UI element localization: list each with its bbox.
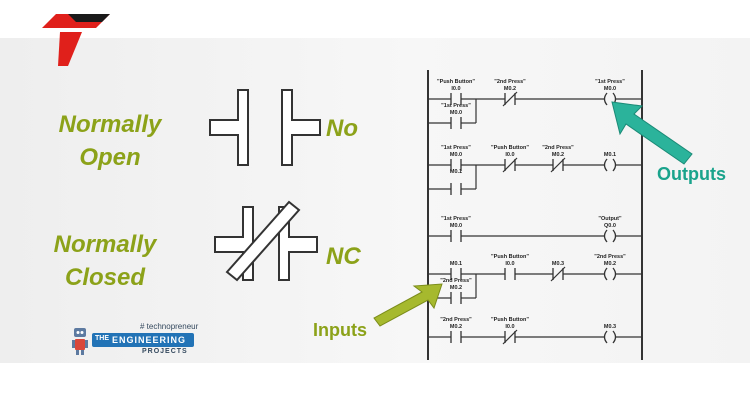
contact-address: M0.2 <box>552 152 564 158</box>
ladder-contact-2-0: "1st Press"M0.0 <box>441 216 471 242</box>
coil-address: M0.1 <box>604 152 616 158</box>
coil-left-arc <box>603 330 608 344</box>
contact-address: M0.3 <box>552 261 564 267</box>
normally-open-label-line1: Normally <box>58 111 162 138</box>
contact-tag: "Push Button" <box>491 254 529 260</box>
contact-tag: "2nd Press" <box>542 145 574 151</box>
contact-nc-slash <box>502 329 518 345</box>
outputs-arrow-icon <box>611 101 693 165</box>
ladder-contact-3-2: M0.3 <box>550 261 566 282</box>
contact-address: M0.2 <box>504 86 516 92</box>
contact-address: I0.0 <box>451 86 460 92</box>
normally-closed-label-line1: Normally <box>53 231 157 258</box>
normally-closed-symbol-icon <box>214 200 318 282</box>
contact-tag: "2nd Press" <box>440 278 472 284</box>
company-logo <box>42 14 110 66</box>
coil-right-arc <box>612 229 617 243</box>
coil-tag: "Output" <box>598 216 622 222</box>
coil-left-arc <box>603 229 608 243</box>
outputs-label: Outputs <box>657 164 726 184</box>
contact-tag: "1st Press" <box>441 216 471 222</box>
ladder-contact-3-1: "Push Button"I0.0 <box>491 254 529 280</box>
contact-address: M0.0 <box>450 223 462 229</box>
ladder-contact-1-0: "1st Press"M0.0 <box>441 145 471 171</box>
brand-name: ENGINEERING <box>112 335 187 345</box>
normally-open-symbol-icon <box>209 89 321 166</box>
nc-abbreviation: NC <box>326 243 361 270</box>
ladder-contact-4-1: "Push Button"I0.0 <box>491 317 529 345</box>
ladder-contact-0-branch: "1st Press"M0.0 <box>441 103 471 129</box>
coil-tag: "2nd Press" <box>594 254 626 260</box>
normally-open-label-line2: Open <box>79 144 141 171</box>
contact-address: M0.1 <box>450 261 462 267</box>
contact-tag: "1st Press" <box>441 145 471 151</box>
ladder-contact-0-0: "Push Button"I0.0 <box>437 79 475 105</box>
brand-sub: PROJECTS <box>142 348 188 355</box>
ladder-diagram: "Push Button"I0.0"2nd Press"M0.2"1st Pre… <box>427 70 643 360</box>
logo-red-stem <box>58 32 82 66</box>
ladder-contact-0-1: "2nd Press"M0.2 <box>494 79 526 107</box>
contact-nc-slash <box>550 157 566 173</box>
brand-tagline: # technopreneur <box>140 322 199 331</box>
coil-right-arc <box>612 330 617 344</box>
ladder-coil-1: M0.1 <box>603 152 617 172</box>
coil-address: M0.3 <box>604 324 616 330</box>
contact-nc-slash <box>550 266 566 282</box>
contact-address: M0.0 <box>450 110 462 116</box>
normally-closed-label-line2: Closed <box>64 264 145 291</box>
ladder-contact-3-branch: "2nd Press"M0.2 <box>440 278 472 304</box>
contact-address: M0.2 <box>450 324 462 330</box>
coil-left-arc <box>603 267 608 281</box>
contact-tag: "1st Press" <box>441 103 471 109</box>
ladder-contact-3-0: M0.1 <box>450 261 462 280</box>
contact-tag: "2nd Press" <box>440 317 472 323</box>
coil-right-arc <box>612 158 617 172</box>
coil-right-arc <box>612 267 617 281</box>
ladder-coil-3: "2nd Press"M0.2 <box>594 254 626 281</box>
ladder-contact-1-branch: M0.1 <box>450 169 462 195</box>
inputs-label: Inputs <box>313 320 367 340</box>
ladder-coil-4: M0.3 <box>603 324 617 344</box>
contact-tag: "Push Button" <box>491 145 529 151</box>
logo-black-stripe <box>68 14 110 22</box>
contact-address: I0.0 <box>505 261 514 267</box>
ladder-coil-2: "Output"Q0.0 <box>598 216 622 243</box>
coil-address: M0.0 <box>604 86 616 92</box>
coil-left-arc <box>603 92 608 106</box>
robot-icon <box>72 328 88 355</box>
contact-address: M0.2 <box>450 285 462 291</box>
footer-band <box>0 363 750 400</box>
contact-tag: "Push Button" <box>437 79 475 85</box>
coil-address: Q0.0 <box>604 223 616 229</box>
coil-tag: "1st Press" <box>595 79 625 85</box>
ladder-contact-4-0: "2nd Press"M0.2 <box>440 317 472 343</box>
contact-tag: "Push Button" <box>491 317 529 323</box>
content-panel <box>0 38 750 363</box>
header-band <box>0 0 750 38</box>
brand-logo: # technopreneur THE ENGINEERING PROJECTS <box>70 322 230 358</box>
contact-nc-slash <box>502 157 518 173</box>
ladder-contact-1-2: "2nd Press"M0.2 <box>542 145 574 173</box>
no-abbreviation: No <box>326 115 358 142</box>
contact-tag: "2nd Press" <box>494 79 526 85</box>
contact-address: I0.0 <box>505 152 514 158</box>
brand-bar <box>92 333 194 347</box>
contact-tag: M0.1 <box>450 169 462 175</box>
contact-address: M0.0 <box>450 152 462 158</box>
inputs-arrow-icon <box>373 283 443 327</box>
ladder-contact-1-1: "Push Button"I0.0 <box>491 145 529 173</box>
coil-address: M0.2 <box>604 261 616 267</box>
brand-the: THE <box>95 335 109 342</box>
contact-nc-slash <box>502 91 518 107</box>
coil-left-arc <box>603 158 608 172</box>
contact-address: I0.0 <box>505 324 514 330</box>
